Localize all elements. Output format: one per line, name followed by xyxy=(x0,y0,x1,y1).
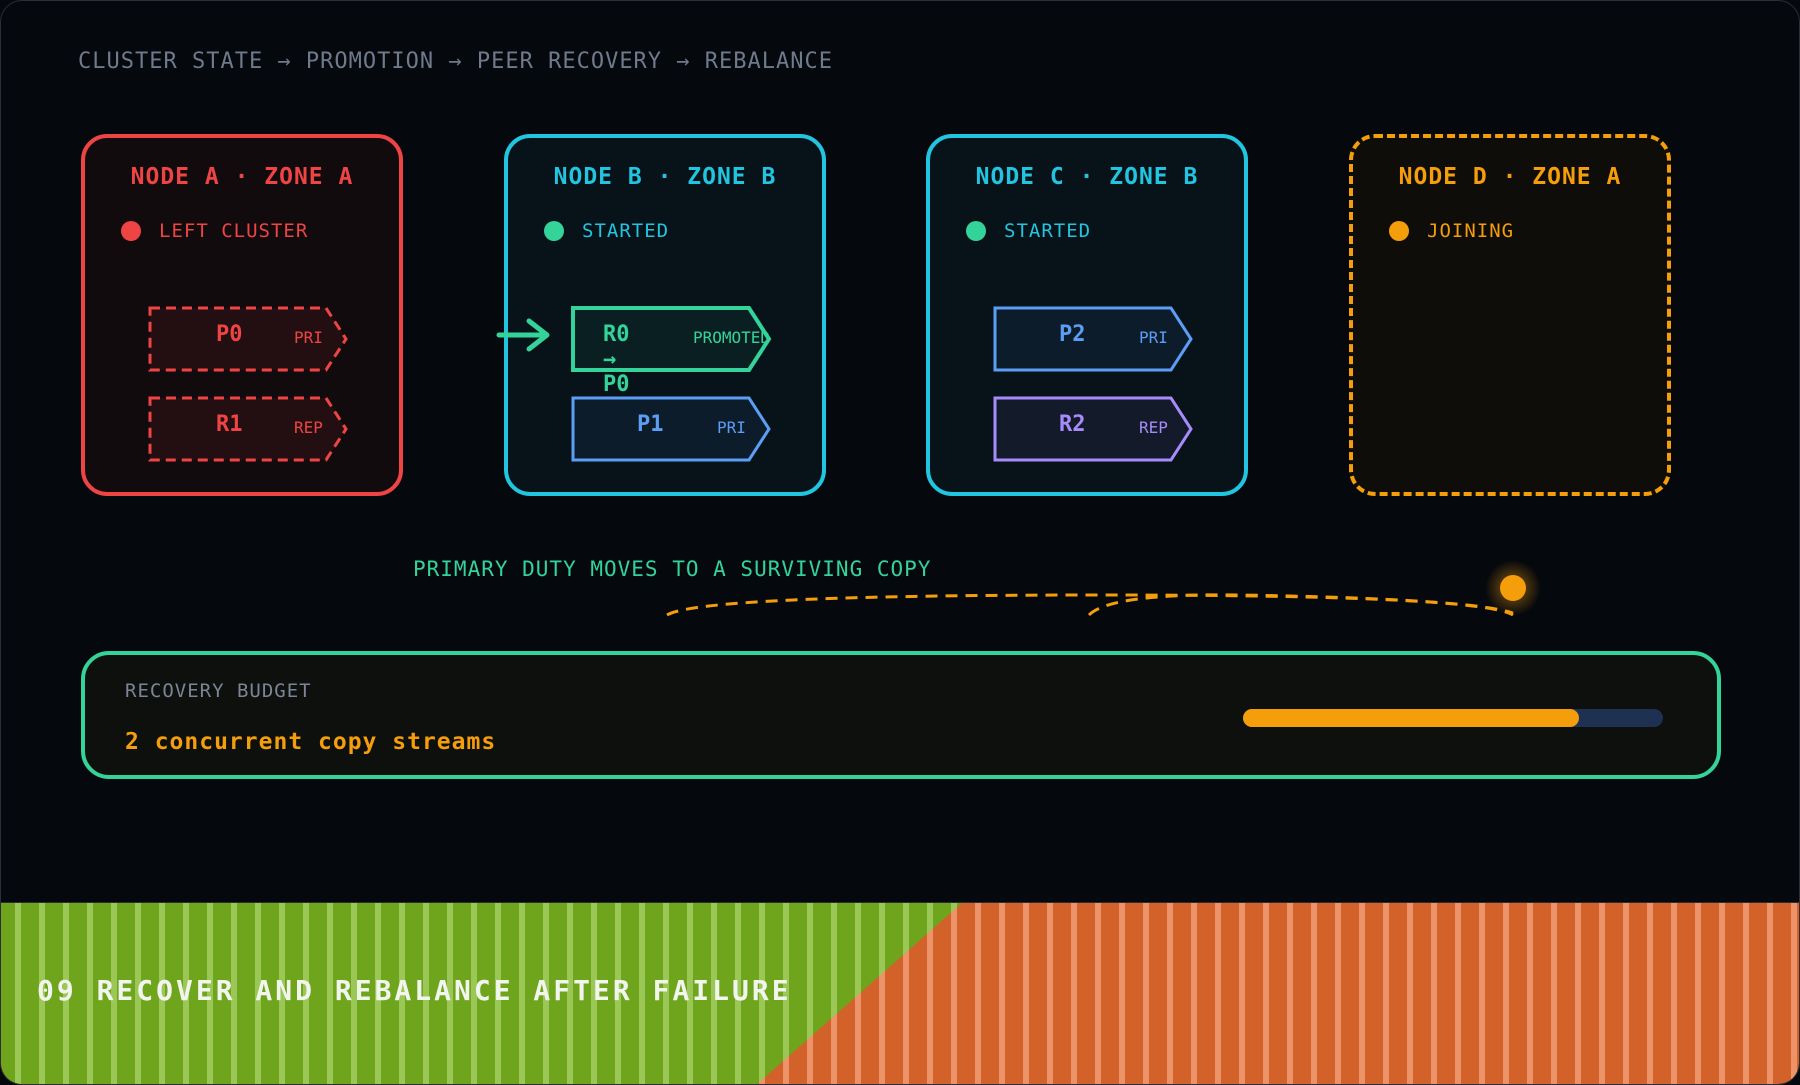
shard-name: P2 xyxy=(1059,322,1086,347)
node-d-status: JOINING xyxy=(1389,220,1514,242)
recovery-budget-panel: RECOVERY BUDGET 2 concurrent copy stream… xyxy=(81,651,1721,779)
node-a-status-text: LEFT CLUSTER xyxy=(159,220,309,242)
node-b-status-text: STARTED xyxy=(582,220,670,242)
status-dot-icon xyxy=(1389,221,1409,241)
shard-tag-icon xyxy=(571,396,771,462)
node-a-status: LEFT CLUSTER xyxy=(121,220,308,242)
node-c-status: STARTED xyxy=(966,220,1091,242)
shard-role: REP xyxy=(294,418,323,437)
shard-tag-icon xyxy=(148,306,348,372)
shard-role: REP xyxy=(1139,418,1168,437)
title-banner: 09 RECOVER AND REBALANCE AFTER FAILURE xyxy=(1,902,1799,1084)
shard-role: PRI xyxy=(717,418,746,437)
shard-tag-icon xyxy=(993,306,1193,372)
recovery-budget-label: RECOVERY BUDGET xyxy=(125,680,312,702)
node-b-status: STARTED xyxy=(544,220,669,242)
recovery-stream-path xyxy=(1087,593,1514,617)
shard-name: R2 xyxy=(1059,412,1086,437)
stream-packet-icon xyxy=(1500,575,1526,601)
node-c-card: NODE C · ZONE B STARTED P2 PRI R2 REP xyxy=(926,134,1248,496)
shard-name: R0 → P0 xyxy=(603,322,630,397)
shard-role: PRI xyxy=(294,328,323,347)
node-d-card: NODE D · ZONE A JOINING xyxy=(1349,134,1671,496)
node-b-title: NODE B · ZONE B xyxy=(553,164,777,190)
node-c-title: NODE C · ZONE B xyxy=(975,164,1199,190)
recovery-budget-bar xyxy=(1243,709,1663,727)
shard-name: P1 xyxy=(637,412,664,437)
shard-tag-icon xyxy=(993,396,1193,462)
promotion-note: PRIMARY DUTY MOVES TO A SURVIVING COPY xyxy=(413,557,932,581)
node-d-status-text: JOINING xyxy=(1427,220,1515,242)
banner-background xyxy=(1,902,1799,1084)
status-dot-icon xyxy=(966,221,986,241)
shard-role: PRI xyxy=(1139,328,1168,347)
banner-title: 09 RECOVER AND REBALANCE AFTER FAILURE xyxy=(37,974,792,1007)
promotion-arrow-icon xyxy=(496,318,550,352)
shard-name: P0 xyxy=(216,322,243,347)
status-dot-icon xyxy=(121,221,141,241)
node-c-status-text: STARTED xyxy=(1004,220,1092,242)
recovery-budget-bar-fill xyxy=(1243,709,1579,727)
shard-tag-icon xyxy=(571,306,772,372)
stream-packet-glow xyxy=(1485,560,1541,616)
shard-role: PROMOTED xyxy=(693,328,771,347)
status-dot-icon xyxy=(544,221,564,241)
node-a-card: NODE A · ZONE A LEFT CLUSTER P0 PRI R1 R… xyxy=(81,134,403,496)
node-d-title: NODE D · ZONE A xyxy=(1398,164,1622,190)
recovery-budget-value: 2 concurrent copy streams xyxy=(125,729,497,755)
node-a-title: NODE A · ZONE A xyxy=(130,164,354,190)
shard-tag-icon xyxy=(148,396,348,462)
shard-name: R1 xyxy=(216,412,243,437)
node-b-card: NODE B · ZONE B STARTED R0 → P0 PROMOTED… xyxy=(504,134,826,496)
breadcrumb: CLUSTER STATE → PROMOTION → PEER RECOVER… xyxy=(78,49,833,74)
recovery-stream-path xyxy=(666,593,1514,617)
